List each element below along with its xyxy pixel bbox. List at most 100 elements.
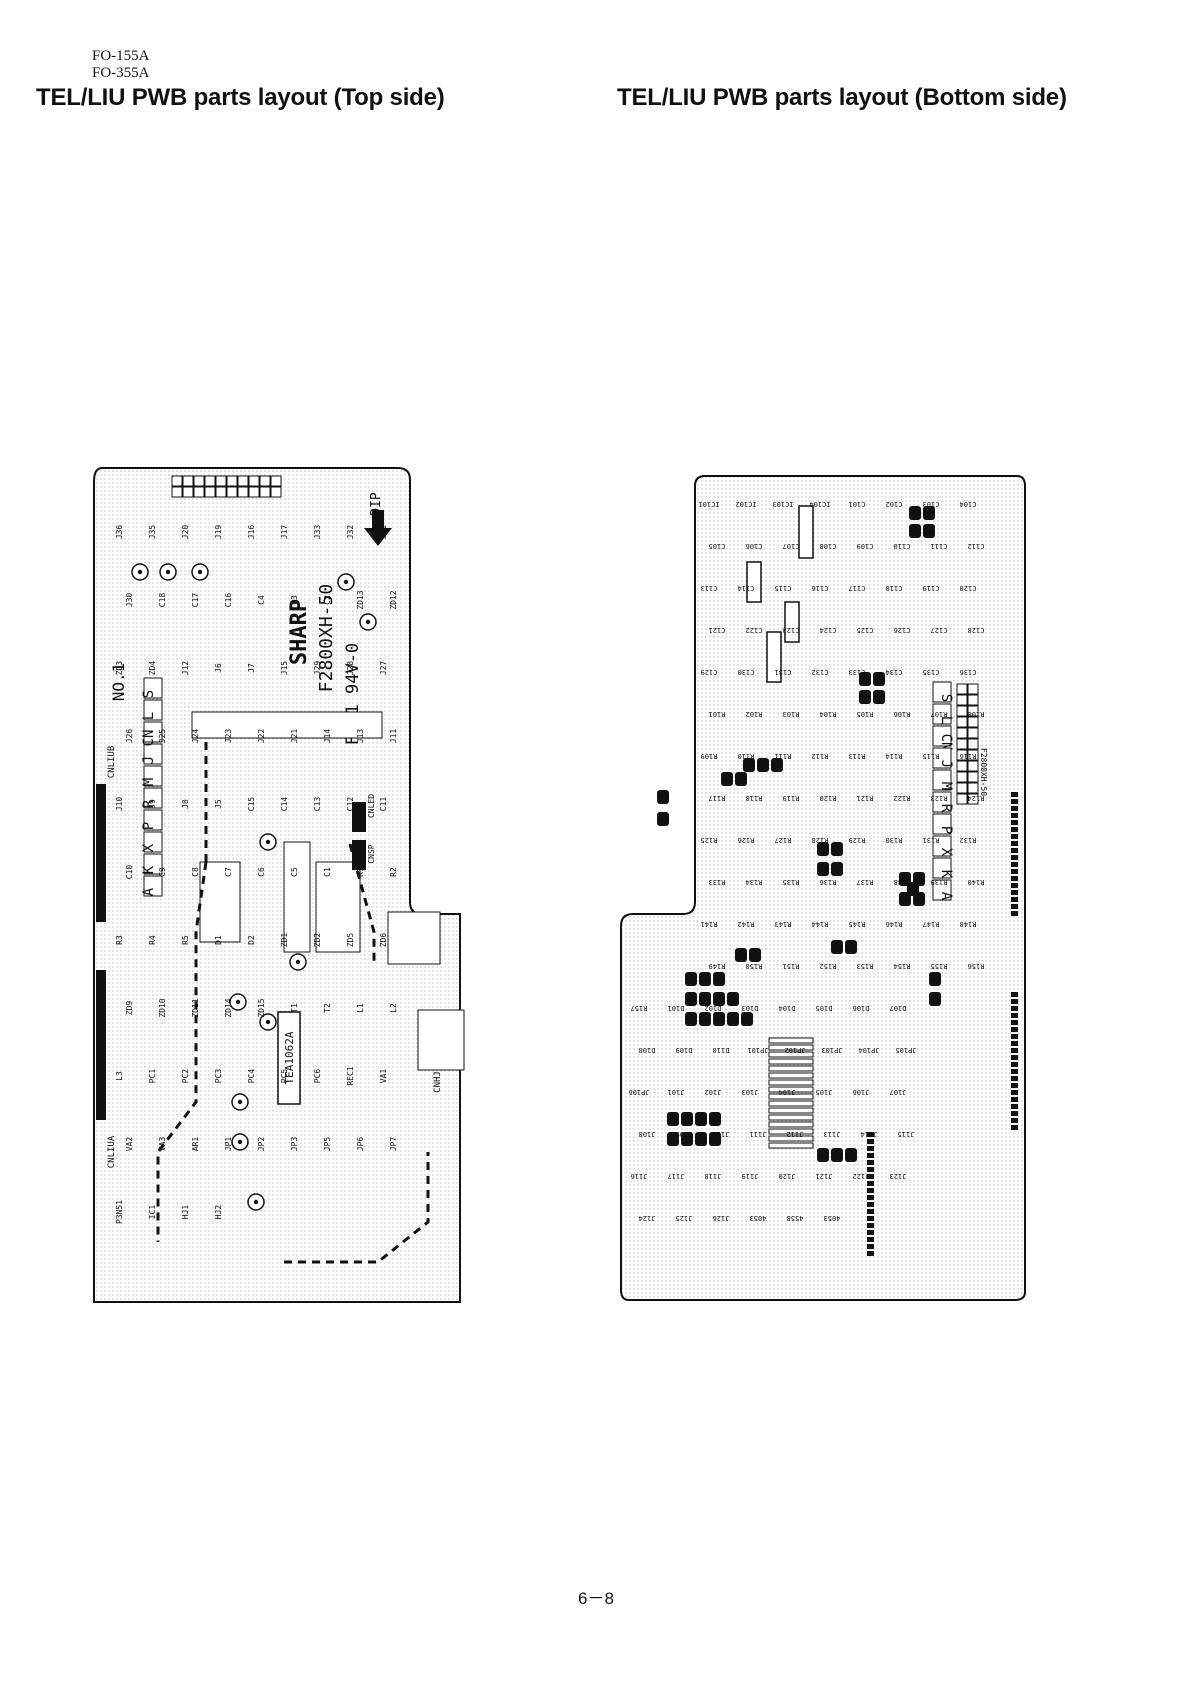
capacitor-pin <box>253 1199 259 1205</box>
smd-pad <box>923 506 935 520</box>
ic-package <box>784 601 800 643</box>
smd-pad <box>923 524 935 538</box>
letter-code-box <box>932 725 952 747</box>
code-cell <box>967 694 979 706</box>
part-label: C12 <box>346 797 355 812</box>
letter-code: CN <box>141 730 157 747</box>
part-label: D103 <box>742 1004 759 1012</box>
part-label: R148 <box>960 920 977 928</box>
edge-pin <box>867 1181 874 1186</box>
part-label: R3 <box>115 935 124 945</box>
part-label: J125 <box>676 1214 693 1222</box>
part-label: J110 <box>713 1130 730 1138</box>
code-cell <box>967 683 979 695</box>
part-label: C5 <box>290 867 299 877</box>
part-label: J29 <box>313 661 322 676</box>
edge-pin <box>1011 1125 1018 1130</box>
part-label: T2 <box>323 1003 332 1013</box>
part-label: R129 <box>849 836 866 844</box>
part-label: R109 <box>701 752 718 760</box>
part-label: J116 <box>631 1172 648 1180</box>
part-label: C118 <box>886 584 903 592</box>
edge-pin <box>1011 1020 1018 1025</box>
part-label: R4 <box>148 935 157 945</box>
part-label: ZD3 <box>115 661 124 676</box>
ic-label: TEA1062A <box>283 1031 296 1084</box>
code-cell <box>204 486 216 498</box>
edge-pin <box>1011 1104 1018 1109</box>
letter-code: P <box>938 826 954 834</box>
part-label: ZD9 <box>125 1001 134 1016</box>
model-numbers: FO-155A FO-355A <box>92 48 150 82</box>
letter-code: X <box>141 843 157 852</box>
part-label: R2 <box>389 867 398 877</box>
letter-code-box <box>932 681 952 703</box>
code-cell <box>248 475 260 487</box>
connector-label: CNSP <box>367 844 376 863</box>
smd-pad <box>709 1112 721 1126</box>
part-label: C18 <box>158 593 167 608</box>
part-label: J10 <box>115 797 124 812</box>
smd-pad <box>685 972 697 986</box>
edge-pin <box>1011 792 1018 797</box>
code-cell <box>967 727 979 739</box>
part-label: C121 <box>709 626 726 634</box>
letter-code-box <box>932 747 952 769</box>
part-label: R133 <box>709 878 726 886</box>
part-label: JP2 <box>257 1137 266 1152</box>
smd-pad <box>743 758 755 772</box>
dip-label: DIP <box>369 492 384 516</box>
smd-pad <box>735 772 747 786</box>
model-number: FO-155A <box>92 48 150 64</box>
edge-pin <box>1011 841 1018 846</box>
letter-code: S <box>141 690 157 698</box>
page-number: 6－8 <box>578 1589 614 1608</box>
letter-code-box <box>143 809 163 831</box>
part-label: J33 <box>313 525 322 540</box>
edge-pin <box>867 1251 874 1256</box>
smd-pad <box>831 1148 843 1162</box>
smd-pad <box>817 842 829 856</box>
code-cell <box>237 475 249 487</box>
part-label: AR1 <box>191 1137 200 1152</box>
smd-pad <box>909 506 921 520</box>
edge-pin <box>1011 1090 1018 1095</box>
part-label: C17 <box>191 593 200 608</box>
capacitor-pin <box>265 1019 271 1025</box>
smd-pad <box>749 948 761 962</box>
part-label: R123 <box>931 794 948 802</box>
code-cell <box>215 486 227 498</box>
part-label: JP104 <box>858 1046 879 1054</box>
part-label: PC2 <box>181 1069 190 1084</box>
letter-code-box <box>932 813 952 835</box>
part-label: J19 <box>214 525 223 540</box>
part-label: IC1 <box>148 1205 157 1220</box>
part-label: C106 <box>746 542 763 550</box>
part-label: D109 <box>676 1046 693 1054</box>
part-label: R124 <box>968 794 985 802</box>
part-label: REC1 <box>346 1066 355 1085</box>
part-label: L2 <box>389 1003 398 1013</box>
edge-pin <box>1011 876 1018 881</box>
part-label: C122 <box>746 626 763 634</box>
edge-pin <box>1011 855 1018 860</box>
smd-pad <box>657 812 669 826</box>
smd-pad <box>681 1132 693 1146</box>
edge-pin <box>867 1174 874 1179</box>
smd-pad <box>713 992 725 1006</box>
code-cell <box>967 793 979 805</box>
part-label: C1 <box>323 867 332 877</box>
part-label: J108 <box>639 1130 656 1138</box>
part-label: C9 <box>158 867 167 877</box>
part-label: PC6 <box>313 1069 322 1084</box>
part-label: IC101 <box>698 500 719 508</box>
part-label: ZD12 <box>389 590 398 609</box>
part-label: J123 <box>890 1172 907 1180</box>
part-label: D108 <box>639 1046 656 1054</box>
board-outline <box>620 475 1026 1301</box>
part-label: 4053 <box>824 1214 841 1222</box>
smd-pad <box>873 690 885 704</box>
part-label: C124 <box>820 626 837 634</box>
letter-code: J <box>141 756 157 764</box>
part-label: IC103 <box>772 500 793 508</box>
